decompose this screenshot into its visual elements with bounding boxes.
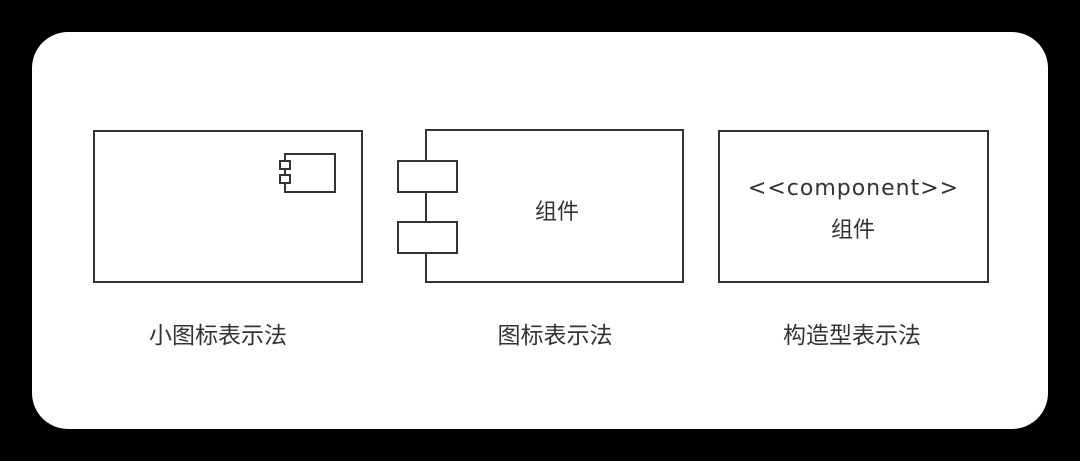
component-tab-top xyxy=(397,160,458,193)
stereotype-text: <<component>> xyxy=(747,176,960,201)
stereotype-notation-caption: 构造型表示法 xyxy=(783,323,921,349)
small-icon-notation-caption: 小图标表示法 xyxy=(149,323,287,349)
component-icon xyxy=(279,153,336,193)
diagram-canvas: 小图标表示法 组件 图标表示法 <<component>> 组件 构造型表示法 xyxy=(32,32,1048,429)
stereotype-component-label: 组件 xyxy=(830,218,875,243)
icon-component-label: 组件 xyxy=(534,200,579,225)
stereotype-component-box xyxy=(718,130,989,283)
component-tab-bottom xyxy=(397,221,458,254)
icon-notation-caption: 图标表示法 xyxy=(497,323,613,349)
icon-component-box xyxy=(425,129,684,283)
